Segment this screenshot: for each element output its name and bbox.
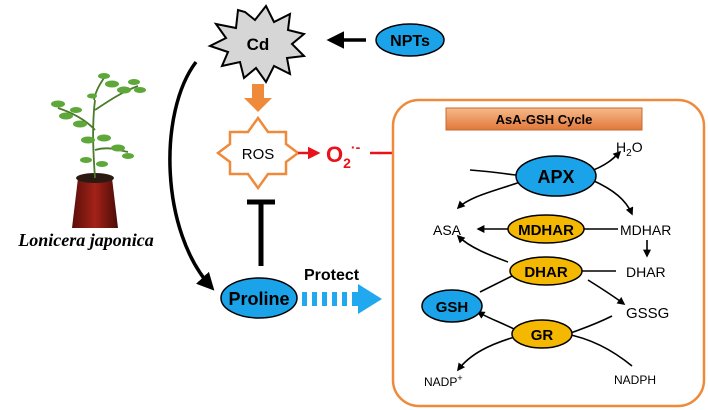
gsh-to-dhar-line xyxy=(479,275,513,293)
asa-label: ASA xyxy=(433,222,462,238)
cd-starburst: Cd xyxy=(207,4,307,84)
gsh-ellipse xyxy=(421,289,483,323)
dhar-to-asa-arrow xyxy=(456,234,509,263)
ros-star-shape xyxy=(215,115,301,191)
plant-label: Lonicera japonica xyxy=(17,230,154,250)
dhar-product-label: DHAR xyxy=(626,264,666,280)
mdhar-node: MDHAR xyxy=(507,214,585,244)
gsh-node: GSH xyxy=(421,289,483,323)
npts-ellipse xyxy=(375,23,445,57)
protect-arrow xyxy=(302,284,382,314)
apx-ellipse xyxy=(515,155,597,197)
ros-label: ROS xyxy=(242,146,275,163)
mdhar-product-label: MDHAR xyxy=(620,222,671,238)
dhar-enzyme-label: DHAR xyxy=(524,264,567,281)
cd-burst-shape xyxy=(207,4,307,84)
dhar-to-gssg-arrow xyxy=(587,279,626,305)
gssg-label: GSSG xyxy=(626,305,669,322)
apx-node: APX xyxy=(515,155,597,197)
plant-image xyxy=(51,73,146,228)
protect-label: Protect xyxy=(304,267,360,284)
apx-to-mdhar-arrow xyxy=(591,179,634,216)
cd-label: Cd xyxy=(247,35,270,54)
inhibition-bar xyxy=(247,199,275,266)
cd-to-proline-arrow xyxy=(168,60,215,291)
mdhar-ellipse xyxy=(507,214,585,244)
gr-node: GR xyxy=(511,319,573,349)
proline-label: Proline xyxy=(228,289,289,309)
proline-ellipse xyxy=(220,277,298,319)
npts-node: NPTs xyxy=(375,23,445,57)
mdhar-enzyme-label: MDHAR xyxy=(518,222,574,239)
npts-label: NPTs xyxy=(390,33,430,50)
cd-to-ros-arrow xyxy=(244,84,272,112)
gr-label: GR xyxy=(531,327,554,344)
gsh-label: GSH xyxy=(436,299,469,316)
cycle-title-box xyxy=(445,107,643,131)
dhar-ellipse xyxy=(509,256,583,286)
superoxide-label: O2·- xyxy=(326,139,361,171)
asa-gsh-panel xyxy=(391,98,706,408)
plant-leaves xyxy=(51,73,146,167)
gr-ellipse xyxy=(511,319,573,349)
cycle-title: AsA-GSH Cycle xyxy=(496,112,593,127)
apx-to-asa-arrow xyxy=(456,181,521,210)
proline-node: Proline xyxy=(220,277,298,319)
water-label: H2O xyxy=(616,139,643,159)
dhar-node: DHAR xyxy=(509,256,583,286)
ros-node: ROS xyxy=(215,115,301,191)
plant-pot xyxy=(72,178,118,228)
apx-label: APX xyxy=(537,167,574,187)
nadph-label: NADPH xyxy=(614,373,656,387)
gr-to-gsh-arrow xyxy=(476,311,517,331)
gr-to-nadp-arrow xyxy=(457,335,519,372)
nadp-label: NADP+ xyxy=(424,373,463,389)
